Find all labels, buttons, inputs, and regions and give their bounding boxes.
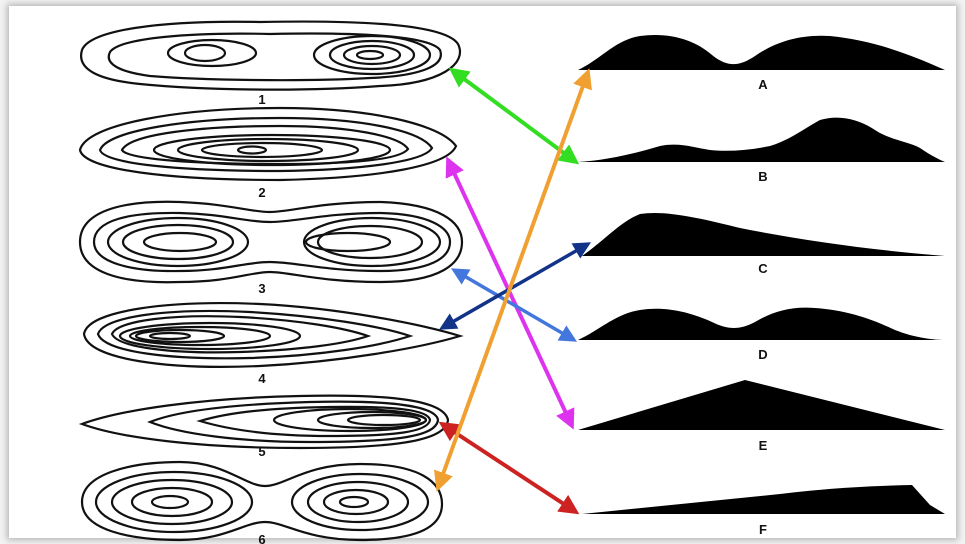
map-label-5: 5 [258,444,265,459]
profile-f-shape [582,485,945,514]
profile-label-d: D [758,347,767,362]
contour-map-4 [84,303,460,367]
arrow-6-a [438,72,588,488]
map-label-3: 3 [258,281,265,296]
arrow-5-f [442,424,576,512]
map-label-1: 1 [258,92,265,107]
profile-e-shape [578,380,945,430]
map-label-2: 2 [258,185,265,200]
contour-map-2 [80,108,456,180]
profile-c-shape [582,213,945,256]
contour-map-1 [81,22,460,90]
contour-map-3 [80,202,462,282]
contour-map-6 [82,462,442,540]
contour-map-5 [82,396,448,448]
profile-d-shape [578,308,945,340]
map-label-4: 4 [258,371,266,386]
profile-a-shape [578,35,945,70]
map-label-6: 6 [258,532,265,544]
profile-label-f: F [759,522,767,537]
profile-label-c: C [758,261,768,276]
profile-label-b: B [758,169,767,184]
profile-b-shape [578,118,945,162]
arrow-1-b [452,70,576,162]
profile-label-a: A [758,77,768,92]
arrow-4-c [442,244,588,328]
profile-label-e: E [759,438,768,453]
